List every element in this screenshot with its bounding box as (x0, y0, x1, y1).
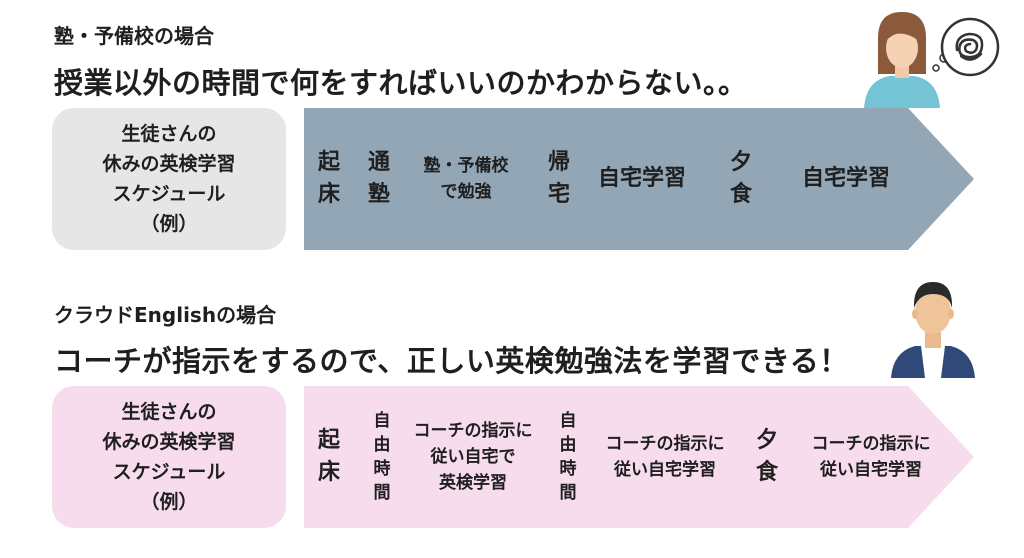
label-line: （例） (140, 491, 198, 513)
timeline-cell-commute: 通 塾 (367, 150, 390, 207)
timeline-cell-dinner: 夕 食 (755, 428, 778, 485)
schedule-label-box-cloud-english: 生徒さんの 休みの英検学習 スケジュール （例） (52, 386, 286, 528)
timeline-cell-coach-guided-study: コーチの指示に 従い自宅で 英検学習 (413, 421, 533, 493)
label-line: 休みの英検学習 (102, 153, 236, 175)
timeline-cell-coach-guided-home-study: コーチの指示に 従い自宅学習 (605, 434, 725, 480)
section2-subtitle: クラウドEnglishの場合 (54, 303, 277, 327)
timeline-cell-dinner: 夕 食 (729, 150, 752, 207)
tangled-thought-bubble-icon (940, 17, 1000, 77)
timeline-cell-free-time: 自 由 時 間 (373, 411, 391, 503)
label-line: 生徒さんの (121, 401, 217, 423)
man-in-suit-icon (891, 282, 975, 378)
section2-headline: コーチが指示をするので、正しい英検勉強法を学習できる！ (54, 344, 849, 378)
label-line: スケジュール (112, 461, 226, 483)
timeline-cell-wakeup: 起 床 (317, 428, 340, 485)
label-line: 生徒さんの (121, 123, 217, 145)
section1-subtitle: 塾・予備校の場合 (54, 24, 214, 48)
timeline-cell-free-time: 自 由 時 間 (559, 411, 577, 503)
timeline-cell-wakeup: 起 床 (317, 150, 340, 207)
label-line: 休みの英検学習 (102, 431, 236, 453)
timeline-cell-return-home: 帰 宅 (547, 150, 570, 207)
schedule-label-box-juku: 生徒さんの 休みの英検学習 スケジュール （例） (52, 108, 286, 250)
timeline-cell-cram-school-study: 塾・予備校 で勉強 (423, 156, 509, 202)
label-line: （例） (140, 213, 198, 235)
section1-headline: 授業以外の時間で何をすればいいのかわからない。。 (54, 66, 748, 100)
timeline-cell-home-study: 自宅学習 (597, 166, 686, 191)
label-line: スケジュール (112, 183, 226, 205)
timeline-cell-coach-guided-home-study: コーチの指示に 従い自宅学習 (811, 434, 931, 480)
schedule-arrow-cloud-english (304, 386, 974, 528)
confused-woman-icon (864, 12, 949, 108)
schedule-arrow-juku (304, 108, 974, 250)
timeline-cell-home-study: 自宅学習 (801, 166, 890, 191)
